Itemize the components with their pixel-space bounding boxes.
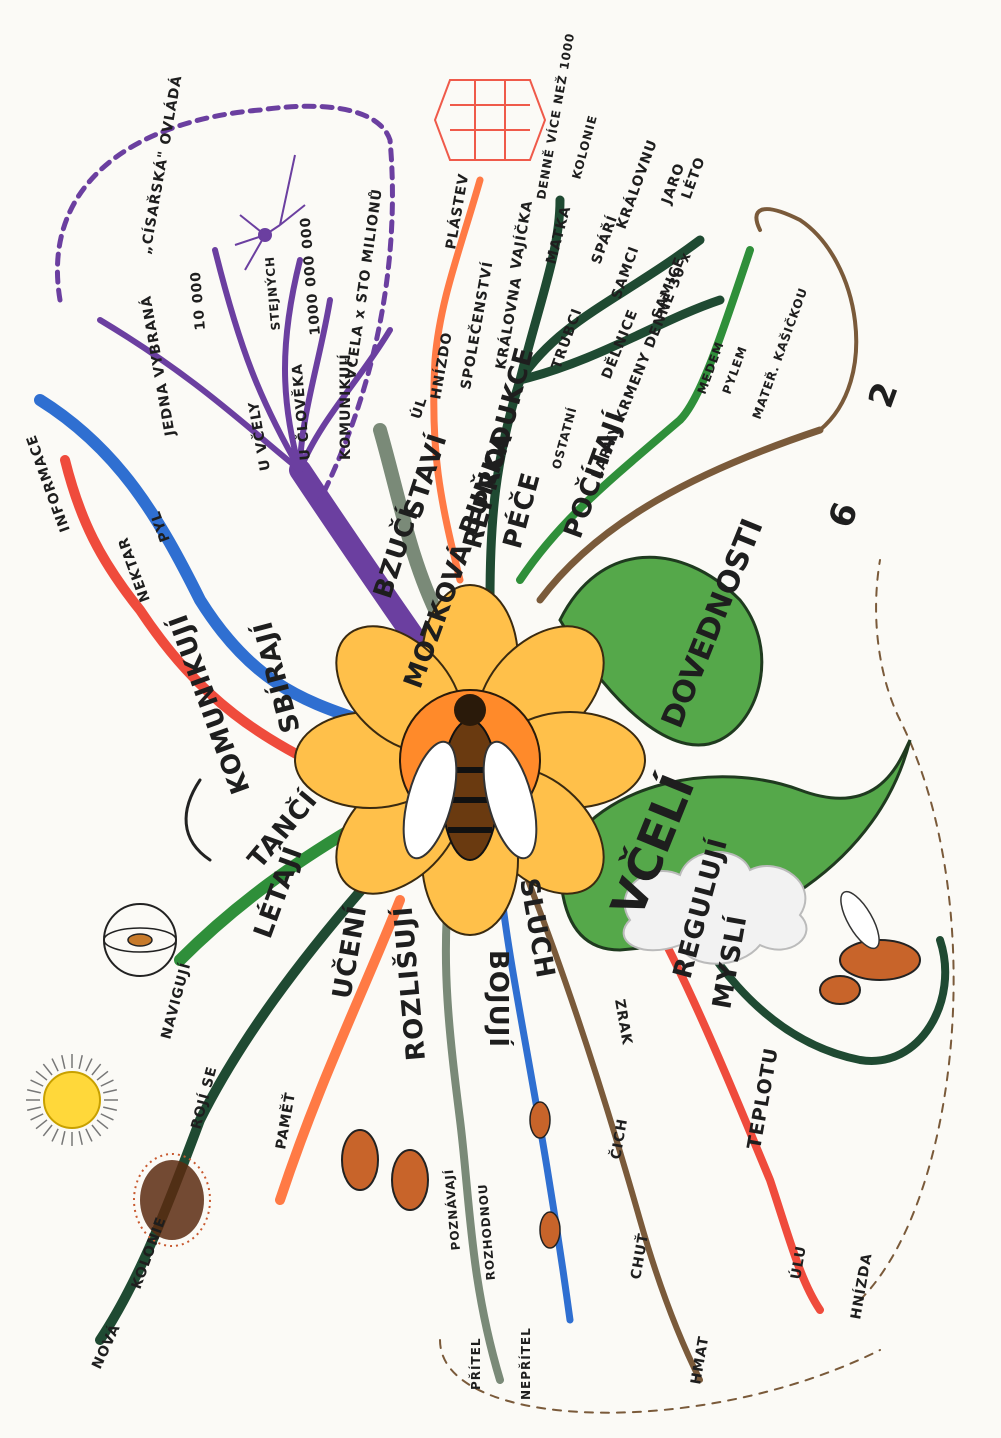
honeycomb-icon bbox=[435, 80, 545, 160]
label-naviguji: NAVIGUJÍ bbox=[157, 960, 194, 1041]
sun-ray bbox=[36, 1120, 47, 1129]
label-1000000000: 1000 000 000 bbox=[298, 216, 324, 336]
label-bojuji: BOJUJÍ bbox=[483, 950, 515, 1048]
label-pylem: PYLEM bbox=[720, 344, 750, 396]
dashed-loop-bottom bbox=[440, 1340, 880, 1413]
neuron-icon bbox=[235, 155, 305, 270]
label-cisarska-ovlada: „CÍSAŘSKÁ" OVLÁDÁ bbox=[137, 74, 185, 256]
bees-pair-icon bbox=[342, 1130, 428, 1210]
sun-ray bbox=[27, 1090, 41, 1093]
sun-ray bbox=[103, 1090, 117, 1093]
sun-ray bbox=[52, 1129, 58, 1142]
sun-ray bbox=[43, 1125, 52, 1136]
sun-ray bbox=[79, 1131, 82, 1145]
sun-ray bbox=[92, 1125, 101, 1136]
label-sbiraji: SBÍRAJÍ bbox=[246, 617, 307, 736]
sun-ray bbox=[86, 1059, 92, 1072]
sun-ray bbox=[62, 1055, 65, 1069]
sun-ray bbox=[62, 1131, 65, 1145]
sun-ray bbox=[97, 1120, 108, 1129]
label-teplotu: TEPLOTU bbox=[743, 1046, 783, 1151]
sun-ray bbox=[79, 1055, 82, 1069]
label-zrak: ZRAK bbox=[611, 998, 635, 1047]
sun-ray bbox=[97, 1071, 108, 1080]
label-vajicka: VAJÍČKA bbox=[506, 199, 536, 271]
label-matka: MATKA bbox=[543, 204, 574, 266]
sun-ray bbox=[86, 1129, 92, 1142]
sun-ray bbox=[31, 1080, 44, 1086]
sun-ray bbox=[36, 1071, 47, 1080]
label-pritel: PŘÍTEL bbox=[468, 1337, 483, 1390]
bee-orbit-icon bbox=[104, 904, 176, 976]
label-komunikuji: KOMUNIKUJÍ bbox=[162, 609, 257, 798]
sun-icon bbox=[26, 1054, 118, 1146]
bee-swarm-icon bbox=[134, 1154, 210, 1246]
thinking-bee-icon bbox=[820, 886, 920, 1004]
flower-icon bbox=[295, 585, 645, 935]
label-pyl: PYL bbox=[148, 508, 174, 544]
sun-ray bbox=[52, 1059, 58, 1072]
label-rozlisuji: ROZLIŠUJÍ bbox=[387, 905, 432, 1063]
label-kralovnu: KRÁLOVNU bbox=[613, 137, 661, 231]
label-10000: 10 000 bbox=[188, 270, 209, 331]
label-chut: CHUŤ bbox=[626, 1231, 652, 1280]
sun-ray bbox=[92, 1064, 101, 1075]
sun-ray bbox=[43, 1064, 52, 1075]
label-hmat: HMAT bbox=[688, 1335, 712, 1386]
sun-ray bbox=[27, 1107, 41, 1110]
sun-ray bbox=[103, 1107, 117, 1110]
label-nepritel: NEPŘÍTEL bbox=[518, 1327, 533, 1400]
sun-ray bbox=[31, 1114, 44, 1120]
label-stejnych: STEJNÝCH bbox=[262, 255, 283, 331]
label-kolonie: KOLONIE bbox=[569, 113, 600, 180]
label-count-2: 2 bbox=[861, 377, 907, 413]
sun-ray bbox=[101, 1114, 114, 1120]
label-nova: NOVÁ bbox=[88, 1321, 124, 1372]
label-materi-kasickou: MATEŘ. KAŠIČKOU bbox=[749, 285, 811, 421]
label-komunikuji-sub: KOMUNIKUJÍ bbox=[337, 353, 354, 460]
label-samci: SAMCI bbox=[609, 244, 643, 301]
label-spolecenstvi: SPOLEČENSTVÍ bbox=[456, 260, 496, 391]
label-nektar: NEKTAR bbox=[115, 535, 153, 605]
double-arrow bbox=[186, 780, 210, 860]
sun-ray bbox=[101, 1080, 114, 1086]
label-pamet: PAMĚŤ bbox=[271, 1091, 299, 1151]
label-poznavaji: POZNÁVAJÍ bbox=[441, 1168, 463, 1251]
label-ostatni: OSTATNÍ bbox=[548, 405, 579, 471]
label-count-6: 6 bbox=[821, 497, 867, 533]
